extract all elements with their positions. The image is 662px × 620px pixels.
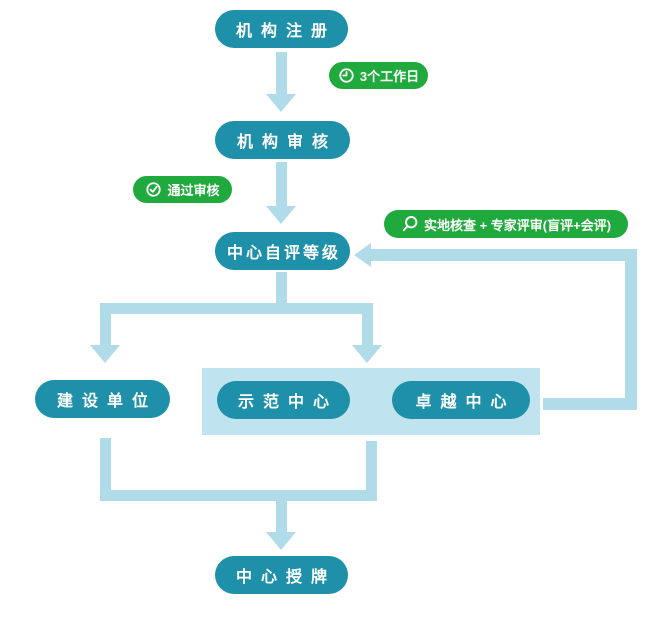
arrow-audit-to-selfeval-shaft xyxy=(276,162,287,206)
flow-node-award: 中心授牌 xyxy=(215,556,348,594)
flow-node-self-eval: 中心自评等级 xyxy=(215,232,350,270)
split-horizontal-bar xyxy=(100,303,373,314)
clock-icon xyxy=(339,68,354,83)
flow-node-award-label: 中心授牌 xyxy=(235,569,336,586)
badge-pass-review-label: 通过审核 xyxy=(167,183,220,198)
converge-horizontal-bar xyxy=(100,490,377,501)
split-stub xyxy=(276,272,287,308)
arrow-register-to-audit-head xyxy=(266,94,296,112)
flow-node-audit-label: 机构审核 xyxy=(236,134,337,151)
badge-review-methods-label: 实地核查 + 专家评审(盲评+会评) xyxy=(423,217,612,233)
arrow-to-award-head xyxy=(266,532,296,550)
split-left-arm xyxy=(100,314,111,345)
loop-top-line xyxy=(371,249,637,261)
badge-pass-review: 通过审核 xyxy=(133,176,232,203)
badge-review-methods: 实地核查 + 专家评审(盲评+会评) xyxy=(384,210,628,238)
arrow-audit-to-selfeval-head xyxy=(266,206,296,224)
search-icon xyxy=(402,216,418,232)
flow-node-register-label: 机构注册 xyxy=(235,23,336,40)
split-right-arm xyxy=(362,314,373,345)
flow-node-construction-unit: 建设单位 xyxy=(35,380,170,418)
loop-right-line xyxy=(625,249,637,410)
arrow-to-centers-head xyxy=(352,345,382,363)
flow-node-demonstration-center: 示范中心 xyxy=(217,381,350,419)
badge-duration-label: 3个工作日 xyxy=(359,69,420,84)
loop-bottom-line xyxy=(543,398,637,410)
flow-node-audit: 机构审核 xyxy=(215,121,350,159)
flow-node-register: 机构注册 xyxy=(215,10,348,48)
flow-node-excellence-center: 卓越中心 xyxy=(392,381,530,419)
flow-node-self-eval-label: 中心自评等级 xyxy=(226,245,341,262)
converge-right-stub xyxy=(366,441,377,501)
badge-duration: 3个工作日 xyxy=(329,62,428,89)
flow-node-construction-unit-label: 建设单位 xyxy=(56,393,157,410)
arrow-register-to-audit-shaft xyxy=(276,52,287,94)
flow-node-demonstration-center-label: 示范中心 xyxy=(237,394,338,411)
arrow-to-construction-head xyxy=(90,345,120,363)
check-circle-icon xyxy=(146,182,162,197)
flow-node-excellence-center-label: 卓越中心 xyxy=(415,394,516,411)
converge-stem xyxy=(276,501,287,532)
converge-left-stub xyxy=(100,438,111,501)
arrow-loop-to-selfeval-head xyxy=(354,243,371,267)
